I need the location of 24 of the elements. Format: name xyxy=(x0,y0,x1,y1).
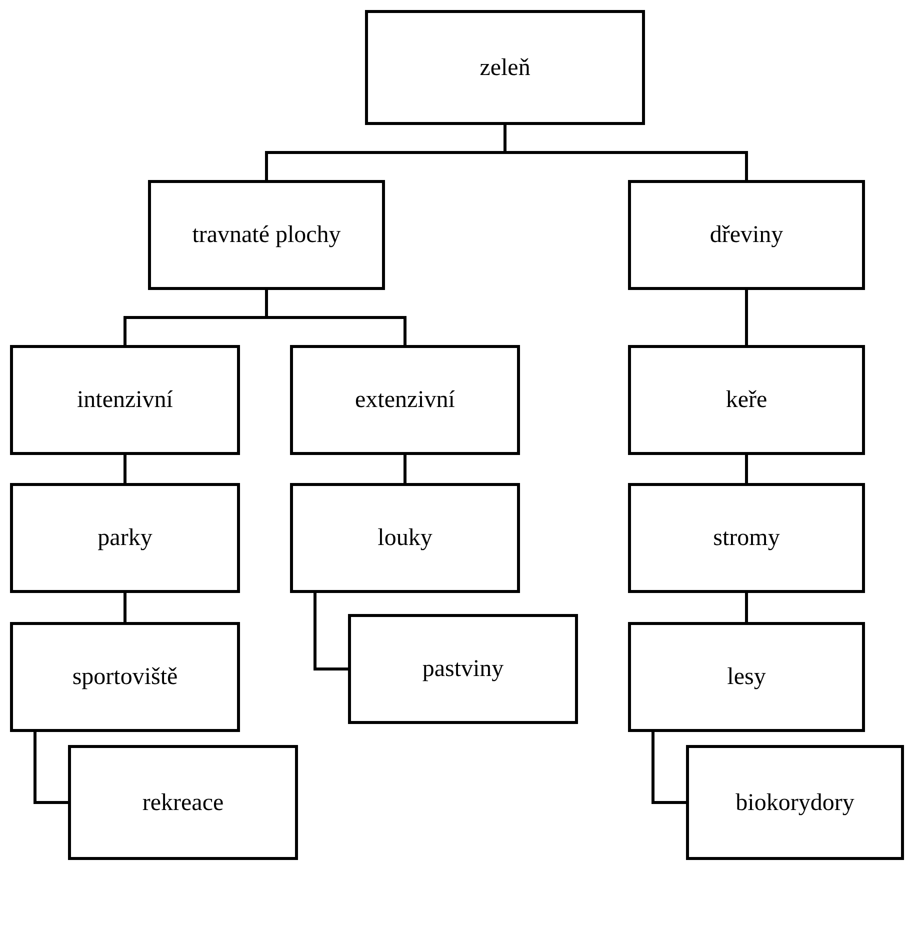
category-box: dřeviny xyxy=(628,180,865,290)
connector-line xyxy=(504,125,748,180)
connector-line xyxy=(745,593,748,622)
connector-line xyxy=(34,732,68,804)
category-box: pastviny xyxy=(348,614,578,724)
category-box: parky xyxy=(10,483,240,593)
category-box: lesy xyxy=(628,622,865,732)
connector-line xyxy=(314,593,348,670)
connector-line xyxy=(745,290,748,345)
connector-line xyxy=(652,732,686,804)
category-box: biokorydory xyxy=(686,745,904,860)
category-box: stromy xyxy=(628,483,865,593)
connector-line xyxy=(745,455,748,483)
category-box: extenzivní xyxy=(290,345,520,455)
category-box: zeleň xyxy=(365,10,645,125)
connector-line xyxy=(124,455,126,483)
category-box: travnaté plochy xyxy=(148,180,385,290)
category-box: sportoviště xyxy=(10,622,240,732)
category-box: rekreace xyxy=(68,745,298,860)
connector-line xyxy=(124,593,126,622)
category-box: keře xyxy=(628,345,865,455)
category-box: louky xyxy=(290,483,520,593)
category-box: intenzivní xyxy=(10,345,240,455)
connector-line xyxy=(404,455,406,483)
